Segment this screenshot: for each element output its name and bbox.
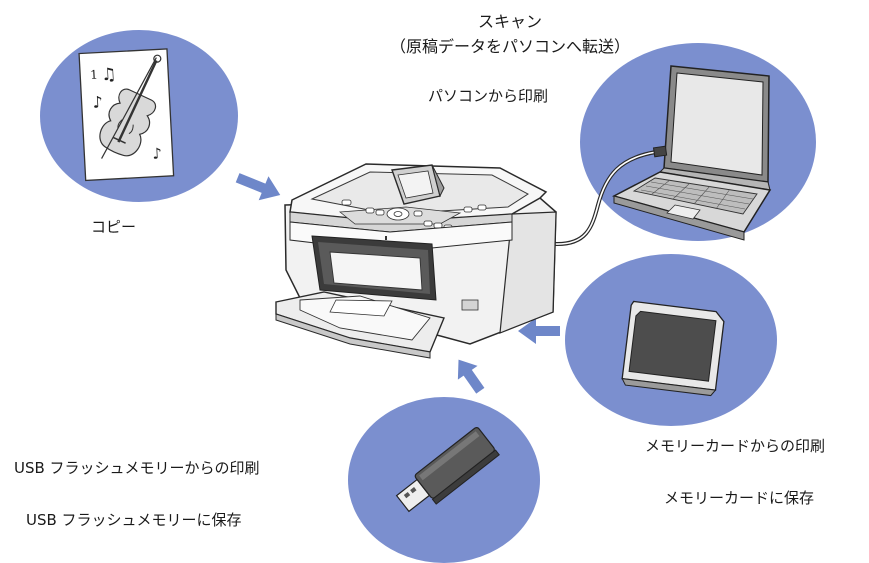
usb-arrow-icon (457, 359, 485, 394)
usb-flash-drive-icon (395, 427, 500, 513)
pc-print-label: パソコンから印刷 (428, 87, 549, 105)
card-arrow-icon (518, 318, 560, 344)
card-print-label: メモリーカードからの印刷 (645, 437, 826, 455)
svg-text:♪: ♪ (152, 144, 163, 162)
scan-label: スキャン (477, 12, 542, 31)
usb-print-label: USB フラッシュメモリーからの印刷 (14, 459, 260, 477)
copy-label: コピー (91, 218, 137, 236)
usb-save-label: USB フラッシュメモリーに保存 (26, 511, 242, 529)
laptop-icon (611, 65, 772, 241)
svg-text:♫: ♫ (101, 65, 117, 86)
card-save-label: メモリーカードに保存 (664, 489, 815, 507)
scan-sub-label: （原稿データをパソコンへ転送） (389, 37, 630, 56)
sheet-music-violin-icon: 1 ♫ ♪ ♪ (78, 48, 175, 182)
svg-text:♪: ♪ (92, 92, 103, 112)
copy-arrow-icon (235, 173, 281, 201)
multifunction-printer-icon (275, 163, 557, 359)
sheet-music-number: 1 (90, 68, 98, 82)
sd-card-icon (621, 300, 725, 397)
